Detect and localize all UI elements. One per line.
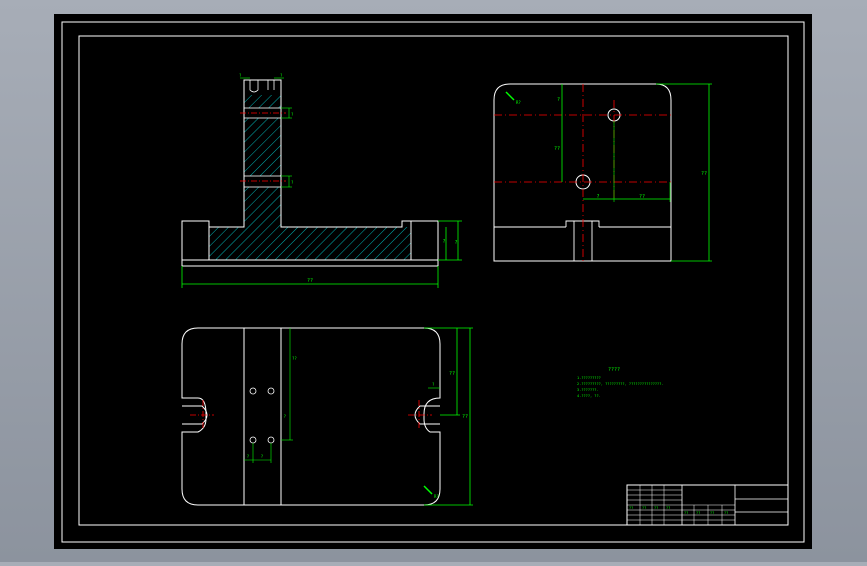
top-dim-grid-v2-label: ?: [284, 414, 287, 419]
tb-cell-8: ??: [724, 511, 728, 515]
notes-title: ????: [608, 367, 620, 373]
notes-line-1: 1.?????????: [577, 376, 601, 380]
side-dim-radius-leader: [505, 91, 515, 101]
sheet-outer-border: [61, 21, 805, 543]
top-dim-height-label: ??: [462, 414, 468, 420]
top-dim-slot-height-label: ??: [449, 371, 455, 377]
top-view-u-slot-right: [414, 405, 440, 425]
side-view[interactable]: ?? ?? ? ? ?? R?: [493, 83, 712, 262]
technical-notes[interactable]: ???? 1.????????? 2.?????????, ?????????,…: [577, 367, 664, 398]
front-view-hatch-base: [209, 227, 244, 260]
front-view[interactable]: ?? ? ? ? ? ? ?: [181, 73, 462, 288]
tb-cell-1: ??: [629, 506, 633, 510]
top-view[interactable]: ?? ?? ?? ? ? ? ? R?: [181, 327, 473, 506]
top-dim-radius-leader: [423, 485, 433, 495]
top-dim-radius-label: R?: [434, 494, 439, 499]
front-view-hatch-base-right: [281, 227, 411, 260]
top-dim-slot-width-label: ?: [432, 382, 435, 387]
side-dim-hole-h-label: ??: [639, 194, 645, 200]
front-view-slot-lower: [243, 175, 282, 188]
top-view-hole-2: [267, 387, 275, 395]
side-dim-hole-offset-y-label: ?: [557, 97, 560, 103]
tb-cell-3: ??: [654, 506, 658, 510]
side-view-slot: [565, 220, 600, 261]
tb-cell-2: ??: [642, 506, 646, 510]
notes-line-2: 2.?????????, ?????????, ???????????????.: [577, 382, 664, 386]
top-dim-grid-h2-label: ?: [261, 454, 264, 459]
top-dim-grid-v1-label: ??: [292, 356, 297, 361]
notes-line-4: 4.????, ??.: [577, 394, 601, 398]
top-view-outline: [181, 327, 441, 506]
drawing-canvas: [54, 14, 812, 549]
side-dim-radius-label: R?: [516, 100, 521, 105]
notes-line-3: 3.???????.: [577, 388, 599, 392]
title-block[interactable]: ?? ?? ?? ?? ?? ?? ?? ??: [626, 484, 789, 526]
tb-cell-7: ??: [710, 511, 714, 515]
side-dim-hole-v-label: ??: [554, 146, 560, 152]
front-dim-height-outer-label: ?: [454, 240, 457, 246]
front-dim-width-label: ??: [307, 278, 313, 284]
front-dim-slot-lower-label: ?: [291, 180, 294, 185]
front-view-hatch-slot: [244, 227, 281, 260]
tb-cell-6: ??: [696, 511, 700, 515]
top-dim-grid-h1-label: ?: [247, 454, 250, 459]
side-dim-hole-offset-x-label: ?: [596, 194, 599, 200]
top-view-hole-1: [249, 387, 257, 395]
tb-cell-5: ??: [684, 511, 688, 515]
front-dim-top-right-label: ?: [280, 73, 283, 78]
front-dim-top-left-label: ?: [239, 73, 242, 78]
front-view-top-notch: [249, 80, 275, 93]
front-dim-height-inner-label: ?: [442, 239, 445, 245]
front-dim-slot-upper-label: ?: [291, 112, 294, 117]
sheet-inner-frame: [78, 35, 789, 526]
tb-cell-4: ??: [666, 506, 670, 510]
side-dim-height-label: ??: [701, 171, 707, 177]
